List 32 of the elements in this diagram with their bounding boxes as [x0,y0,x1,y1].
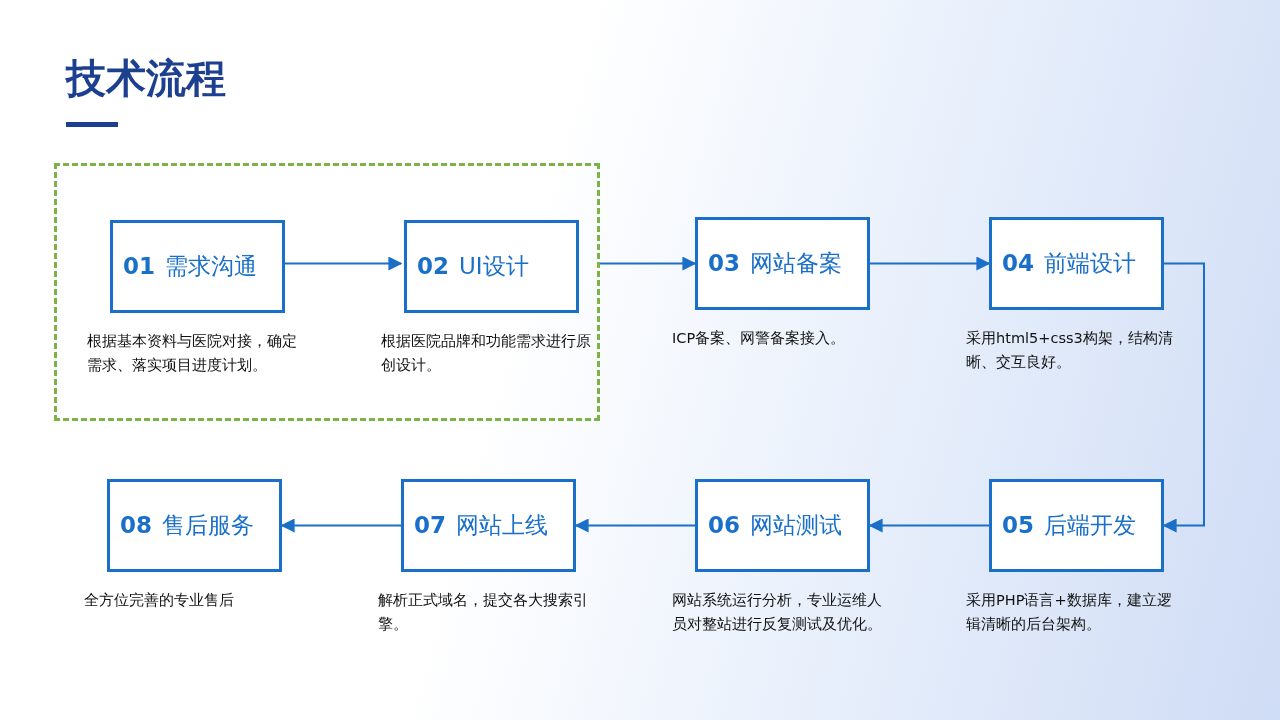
step-title: 网站备案 [750,249,842,278]
process-box [107,479,282,572]
step-description: 采用PHP语言+数据库，建立逻辑清晰的后台架构。 [966,591,1173,634]
arrow [280,518,402,533]
step-description: ICP备案、网警备案接入。 [672,329,847,348]
slide-title: 技术流程 [66,54,226,103]
process-box [404,220,579,313]
step-description: 采用html5+css3构架，结构清晰、交互良好。 [966,329,1174,372]
process-box [695,217,870,310]
step-description: 全方位完善的专业售后 [84,591,235,610]
step-title: UI设计 [459,252,529,281]
step-title: 售后服务 [162,511,254,540]
process-box [989,217,1164,310]
step-description: 根据医院品牌和功能需求进行原创设计。 [381,332,592,375]
arrow [869,256,991,271]
process-box [989,479,1164,572]
step-description: 根据基本资料与医院对接，确定需求、落实项目进度计划。 [87,332,298,375]
step-title: 网站测试 [750,511,842,540]
step-description: 解析正式域名，提交各大搜索引擎。 [378,591,589,634]
dashed-group-frame [54,163,600,421]
arrow [868,518,990,533]
process-box [110,220,285,313]
arrow [1162,262,1205,533]
step-title: 前端设计 [1044,249,1136,278]
step-title: 后端开发 [1044,511,1136,540]
step-description: 网站系统运行分析，专业运维人员对整站进行反复测试及优化。 [672,591,883,634]
process-box [695,479,870,572]
step-title: 网站上线 [456,511,548,540]
arrow [599,256,697,271]
step-title: 需求沟通 [165,252,257,281]
arrow [574,518,696,533]
process-box [401,479,576,572]
